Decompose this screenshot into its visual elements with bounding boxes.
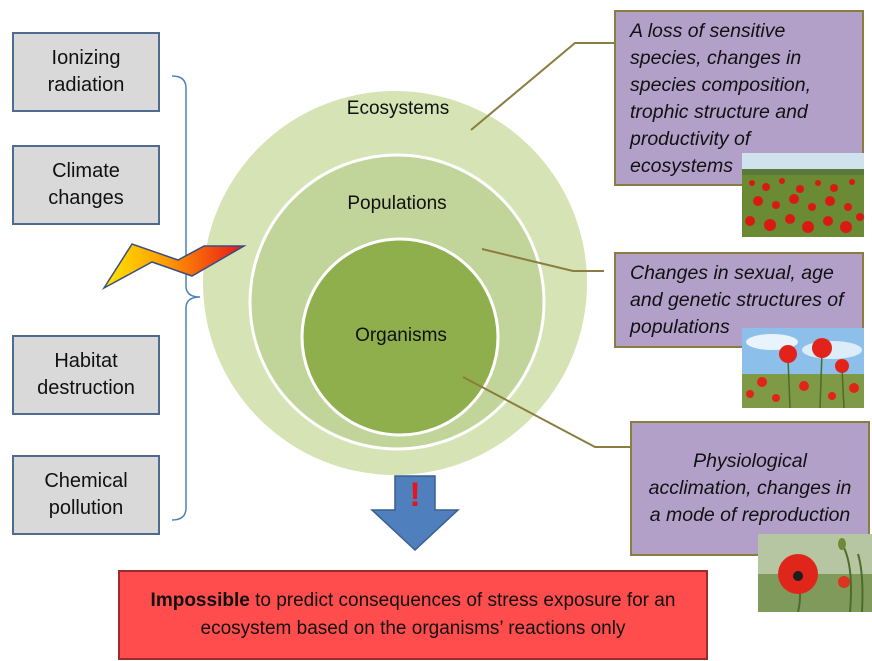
ecosystems-connector (470, 42, 614, 131)
organisms-connector (462, 376, 630, 448)
stressor-chemical-pollution: Chemical pollution (12, 455, 160, 535)
stressor-ionizing-radiation: Ionizing radiation (12, 32, 160, 112)
conclusion-bold-word: Impossible (150, 590, 250, 611)
conclusion-rest: to predict consequences of stress exposu… (200, 590, 676, 639)
stressor-climate-changes: Climate changes (12, 145, 160, 225)
lightning-bolt-icon (101, 243, 247, 291)
effect-text-organisms: Physiological acclimation, changes in a … (648, 450, 852, 526)
level-label-populations: Populations (347, 193, 447, 214)
effect-box-organisms: Physiological acclimation, changes in a … (630, 421, 870, 556)
warning-symbol: ! (409, 476, 420, 514)
effect-text-populations: Changes in sexual, age and genetic struc… (630, 262, 844, 338)
populations-connector (481, 248, 604, 272)
poppy-field-photo (742, 153, 864, 237)
down-arrow-icon (370, 475, 460, 552)
conclusion-text: Impossible to predict consequences of st… (132, 587, 694, 643)
poppy-sky-photo (742, 328, 864, 408)
stressor-brace (171, 75, 201, 521)
stressor-habitat-destruction: Habitat destruction (12, 335, 160, 415)
poppy-closeup-photo (758, 534, 872, 612)
conclusion-box: Impossible to predict consequences of st… (118, 570, 708, 660)
level-label-ecosystems: Ecosystems (346, 98, 450, 119)
organisms-circle (300, 237, 500, 437)
effect-text-ecosystems: A loss of sensitive species, changes in … (630, 20, 812, 177)
level-label-organisms: Organisms (355, 325, 447, 346)
